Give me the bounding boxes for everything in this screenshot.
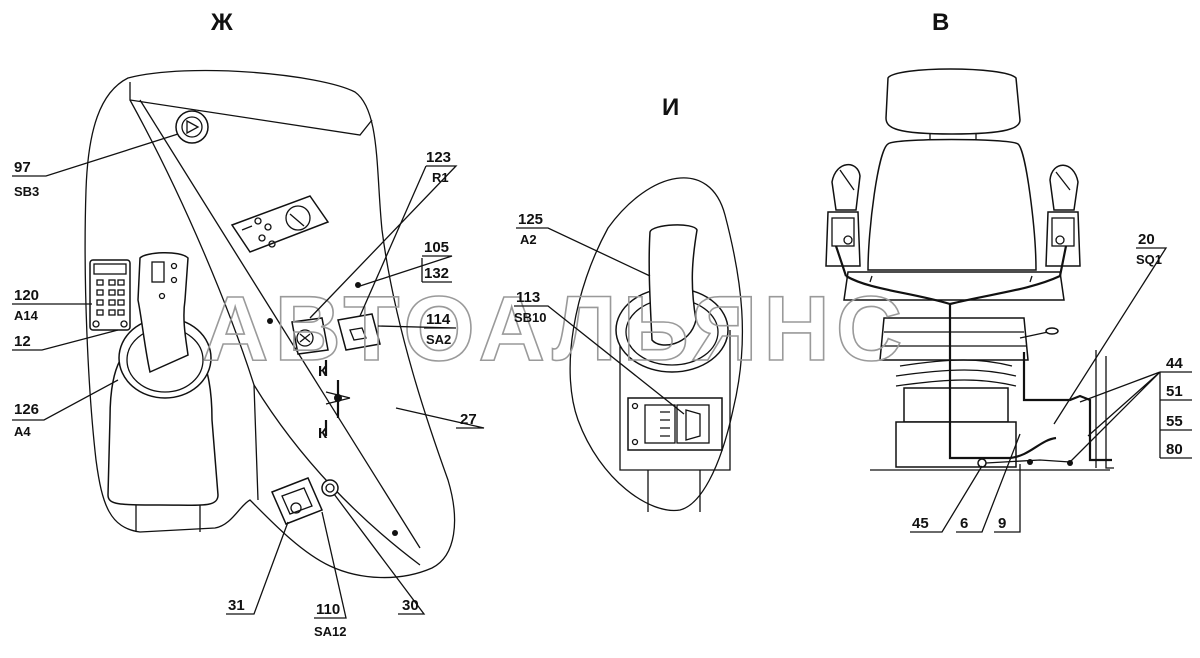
svg-text:SA2: SA2 bbox=[426, 332, 451, 347]
callout-105: 105 bbox=[359, 239, 453, 287]
svg-text:105: 105 bbox=[424, 239, 449, 256]
indicator-lamp-30 bbox=[321, 479, 339, 497]
callout-97-sb3: 97 SB3 bbox=[12, 133, 179, 199]
svg-text:31: 31 bbox=[228, 597, 245, 614]
joystick-126-a4[interactable] bbox=[107, 252, 219, 532]
seat-assembly bbox=[843, 68, 1114, 471]
callout-20-sq1: 20 SQ1 bbox=[1053, 231, 1168, 425]
callout-110-sa12: 110 SA12 bbox=[314, 511, 347, 639]
svg-text:126: 126 bbox=[14, 401, 39, 418]
callout-31: 31 bbox=[226, 521, 289, 615]
section-k-top: К bbox=[318, 363, 328, 380]
callout-6: 6 bbox=[956, 433, 1021, 533]
callout-126-a4: 126 A4 bbox=[12, 379, 119, 439]
svg-text:27: 27 bbox=[460, 411, 477, 428]
joystick-125-a2[interactable] bbox=[615, 224, 729, 373]
keypad-120-a14[interactable] bbox=[89, 259, 131, 331]
view-i-console bbox=[569, 177, 744, 512]
svg-text:125: 125 bbox=[518, 211, 543, 228]
svg-text:55: 55 bbox=[1166, 413, 1183, 430]
svg-text:114: 114 bbox=[426, 311, 451, 328]
view-title-zh: Ж bbox=[210, 9, 233, 36]
svg-text:120: 120 bbox=[14, 287, 39, 304]
svg-text:123: 123 bbox=[426, 149, 451, 166]
section-mark-k: К К bbox=[318, 360, 351, 442]
svg-text:132: 132 bbox=[424, 265, 449, 282]
view-title-v: В bbox=[932, 9, 949, 36]
svg-text:110: 110 bbox=[316, 601, 340, 618]
seat-joystick-left[interactable] bbox=[825, 164, 861, 267]
callout-27: 27 bbox=[395, 407, 485, 429]
svg-text:SA12: SA12 bbox=[314, 624, 347, 639]
switch-110-sa12[interactable] bbox=[270, 477, 324, 525]
svg-text:6: 6 bbox=[960, 515, 968, 532]
svg-text:51: 51 bbox=[1166, 383, 1183, 400]
callout-113-sb10: 113 SB10 bbox=[514, 289, 685, 415]
mount-point-bottom bbox=[392, 530, 398, 536]
section-k-bottom: К bbox=[318, 425, 328, 442]
callout-125-a2: 125 A2 bbox=[516, 211, 651, 277]
svg-text:SB3: SB3 bbox=[14, 184, 39, 199]
svg-text:R1: R1 bbox=[432, 170, 449, 185]
svg-text:A4: A4 bbox=[14, 424, 31, 439]
callout-45: 45 bbox=[910, 465, 983, 533]
svg-text:30: 30 bbox=[402, 597, 419, 614]
svg-text:SQ1: SQ1 bbox=[1136, 252, 1162, 267]
svg-text:80: 80 bbox=[1166, 441, 1183, 458]
view-title-i: И bbox=[662, 94, 679, 121]
button-97-sb3[interactable] bbox=[175, 110, 209, 144]
rocker-switch-113-sb10[interactable] bbox=[627, 397, 723, 451]
svg-text:113: 113 bbox=[516, 289, 540, 306]
callout-132: 132 bbox=[421, 258, 452, 283]
svg-text:45: 45 bbox=[912, 515, 929, 532]
callout-120-a14: 120 A14 bbox=[12, 287, 92, 323]
potentiometer-123-r1[interactable] bbox=[230, 195, 330, 253]
callout-114-sa2: 114 SA2 bbox=[377, 311, 457, 347]
seat-joystick-right[interactable] bbox=[1045, 164, 1081, 267]
svg-text:12: 12 bbox=[14, 333, 31, 350]
callout-30: 30 bbox=[333, 493, 426, 615]
svg-text:9: 9 bbox=[998, 515, 1006, 532]
callout-stack-44-80: 44 51 55 80 bbox=[1069, 355, 1192, 463]
watermark: АВТОАЛЬЯНС bbox=[202, 278, 908, 380]
svg-text:SB10: SB10 bbox=[514, 310, 547, 325]
svg-text:A14: A14 bbox=[14, 308, 39, 323]
mount-point-left bbox=[267, 318, 273, 324]
svg-text:44: 44 bbox=[1166, 355, 1183, 372]
switch-132-rocker[interactable] bbox=[291, 317, 329, 355]
callout-9: 9 bbox=[994, 464, 1021, 533]
mount-point-105 bbox=[355, 282, 361, 288]
svg-text:A2: A2 bbox=[520, 232, 537, 247]
callout-123-r1: 123 R1 bbox=[309, 149, 458, 319]
svg-text:97: 97 bbox=[14, 159, 31, 176]
svg-text:20: 20 bbox=[1138, 231, 1155, 248]
keypad-keys bbox=[96, 279, 125, 316]
callout-12: 12 bbox=[12, 329, 119, 351]
